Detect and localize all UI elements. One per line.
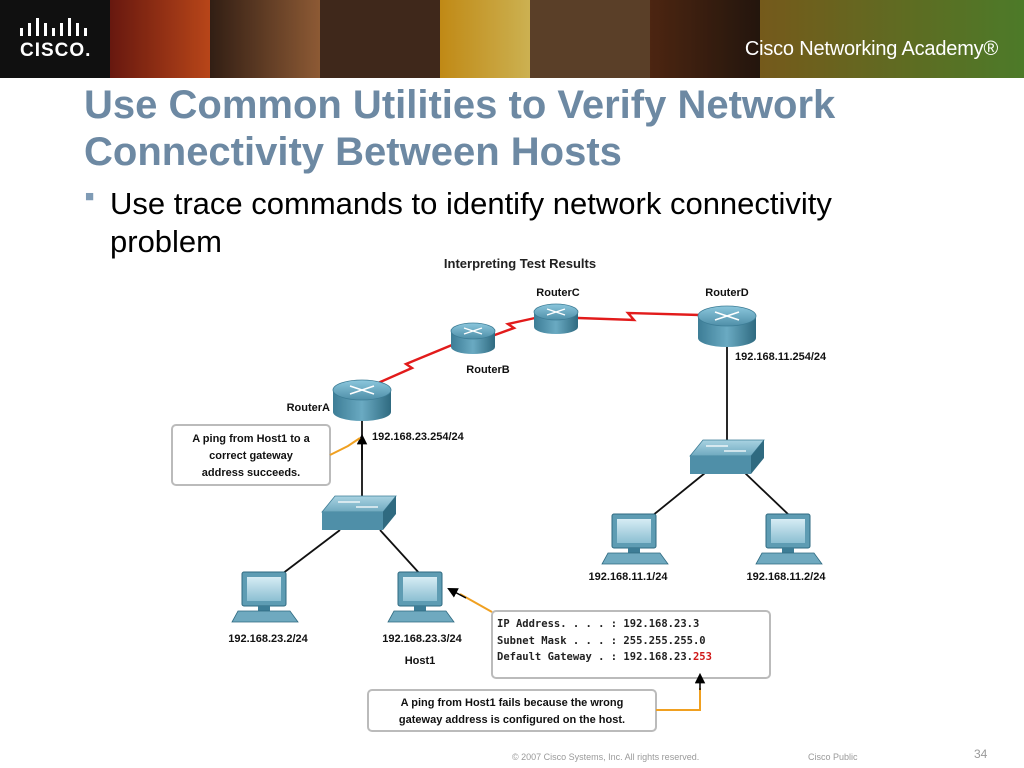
banner: CISCO. Cisco Networking Academy® bbox=[0, 0, 1024, 78]
bullet-square-icon: ■ bbox=[85, 188, 95, 205]
fail-callout-line-2: gateway address is configured on the hos… bbox=[399, 714, 625, 726]
router-a-ip: 192.168.23.254/24 bbox=[372, 431, 465, 443]
router-a-label: RouterA bbox=[287, 402, 330, 414]
success-callout-line-3: address succeeds. bbox=[202, 467, 300, 479]
page-number: 34 bbox=[974, 747, 988, 761]
footer-classification: Cisco Public bbox=[808, 752, 858, 762]
gateway-prefix: Default Gateway . : 192.168.23. bbox=[497, 651, 693, 663]
academy-label: Cisco Networking Academy® bbox=[744, 38, 998, 60]
switch-2-icon bbox=[689, 439, 765, 474]
router-d-ip: 192.168.11.254/24 bbox=[735, 351, 827, 363]
cisco-logo-text: CISCO. bbox=[20, 40, 92, 61]
gateway-wrong-octet: 253 bbox=[693, 651, 712, 663]
pc-4-ip: 192.168.11.2/24 bbox=[747, 571, 827, 583]
serial-link-c-d bbox=[577, 311, 701, 322]
ipconfig-ip-line: IP Address. . . . : 192.168.23.3 bbox=[497, 618, 699, 630]
router-d-label: RouterD bbox=[705, 287, 748, 299]
bullet-line-2: problem bbox=[110, 224, 222, 259]
pc-1-icon bbox=[231, 571, 299, 623]
link-switch2-pc4 bbox=[744, 472, 791, 517]
router-c-icon bbox=[533, 303, 579, 334]
link-switch2-pc3 bbox=[651, 472, 706, 517]
cisco-bars-icon bbox=[20, 18, 87, 36]
pc-3-ip: 192.168.11.1/24 bbox=[589, 571, 669, 583]
fail-callout: A ping from Host1 fails because the wron… bbox=[367, 672, 706, 732]
router-b-label: RouterB bbox=[466, 364, 509, 376]
serial-links bbox=[377, 311, 701, 385]
bullet-text: Use trace commands to identify network c… bbox=[110, 185, 930, 261]
diagram-title: Interpreting Test Results bbox=[444, 256, 596, 271]
ipconfig-mask-line: Subnet Mask . . . : 255.255.255.0 bbox=[497, 635, 706, 647]
success-callout-line-2: correct gateway bbox=[209, 450, 294, 462]
ipconfig-gateway-line: Default Gateway . : 192.168.23.253 bbox=[497, 651, 712, 663]
serial-link-b-c bbox=[491, 316, 536, 338]
network-diagram: Interpreting Test Results RouterA 192.16… bbox=[171, 256, 827, 732]
banner-photo-strip bbox=[110, 0, 1024, 78]
success-callout: A ping from Host1 to a correct gateway a… bbox=[171, 424, 361, 486]
title-line-2: Connectivity Between Hosts bbox=[84, 130, 622, 174]
cisco-logo: CISCO. bbox=[0, 0, 110, 78]
router-a-icon bbox=[332, 379, 392, 421]
bullet-line-1: Use trace commands to identify network c… bbox=[110, 186, 832, 221]
title-line-1: Use Common Utilities to Verify Network bbox=[84, 83, 836, 127]
host1-pc-icon bbox=[387, 571, 455, 623]
pc-1-ip: 192.168.23.2/24 bbox=[228, 633, 308, 645]
serial-link-a-b bbox=[377, 343, 453, 385]
link-switch1-host1 bbox=[379, 529, 421, 575]
success-callout-line-1: A ping from Host1 to a bbox=[192, 433, 310, 445]
host1-label: Host1 bbox=[405, 655, 436, 667]
fail-callout-line-1: A ping from Host1 fails because the wron… bbox=[401, 697, 624, 709]
ipconfig-box: IP Address. . . . : 192.168.23.3 Subnet … bbox=[447, 588, 771, 679]
link-switch1-pc1 bbox=[281, 529, 341, 575]
pc-4-icon bbox=[755, 513, 823, 565]
router-c-label: RouterC bbox=[536, 287, 579, 299]
router-b-icon bbox=[450, 322, 496, 354]
router-d-icon bbox=[697, 305, 757, 347]
slide-title: Use Common Utilities to Verify Network C… bbox=[84, 82, 984, 176]
footer-copyright: © 2007 Cisco Systems, Inc. All rights re… bbox=[512, 752, 700, 762]
host1-ip: 192.168.23.3/24 bbox=[382, 633, 462, 645]
pc-3-icon bbox=[601, 513, 669, 565]
switch-1-icon bbox=[321, 495, 397, 530]
